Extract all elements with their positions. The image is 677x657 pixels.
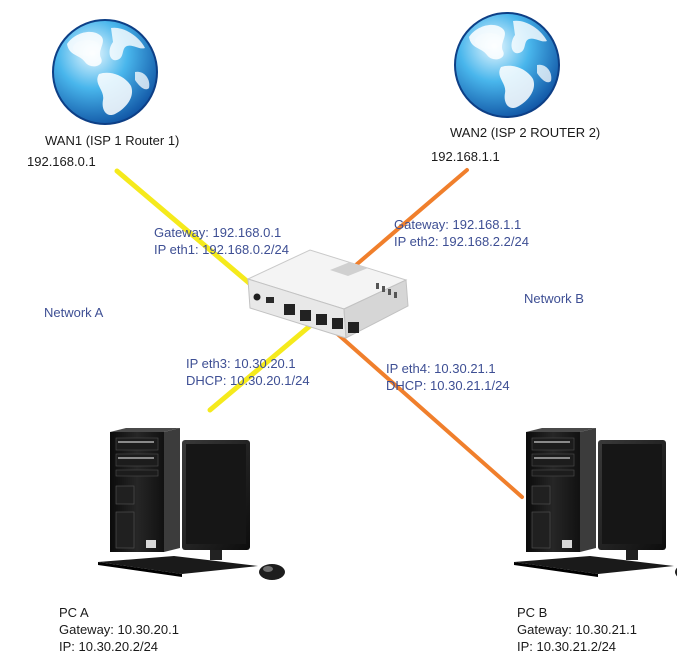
wan2-title: WAN2 (ISP 2 ROUTER 2) bbox=[450, 125, 601, 140]
link-router-pc-a bbox=[207, 317, 320, 413]
link-wan1-labels: Gateway: 192.168.0.1 IP eth1: 192.168.0.… bbox=[154, 224, 289, 258]
link-wan1-gateway: Gateway: 192.168.0.1 bbox=[154, 225, 282, 240]
desktop-pc-icon bbox=[97, 427, 286, 581]
link-wan1-ip: IP eth1: 192.168.0.2/24 bbox=[154, 242, 289, 257]
link-pc-a-dhcp: DHCP: 10.30.20.1/24 bbox=[186, 373, 310, 388]
pc-a-ip: IP: 10.30.20.2/24 bbox=[59, 639, 159, 654]
network-b-label: Network B bbox=[524, 291, 584, 306]
network-a-label: Network A bbox=[44, 305, 104, 320]
link-pc-a-ip: IP eth3: 10.30.20.1 bbox=[186, 356, 296, 371]
link-router-pc-b bbox=[331, 328, 524, 499]
pc-a-info: PC A Gateway: 10.30.20.1 IP: 10.30.20.2/… bbox=[59, 604, 179, 655]
pc-b-ip: IP: 10.30.21.2/24 bbox=[517, 639, 617, 654]
pc-b-info: PC B Gateway: 10.30.21.1 IP: 10.30.21.2/… bbox=[517, 604, 637, 655]
link-wan2-ip: IP eth2: 192.168.2.2/24 bbox=[394, 234, 529, 249]
desktop-pc-icon bbox=[513, 427, 677, 581]
link-wan2-labels: Gateway: 192.168.1.1 IP eth2: 192.168.2.… bbox=[394, 216, 529, 250]
wan1-ip: 192.168.0.1 bbox=[27, 154, 96, 169]
link-wan2-gateway: Gateway: 192.168.1.1 bbox=[394, 217, 522, 232]
wan1-title: WAN1 (ISP 1 Router 1) bbox=[45, 133, 180, 148]
pc-b-name: PC B bbox=[517, 605, 548, 620]
link-pc-b-dhcp: DHCP: 10.30.21.1/24 bbox=[386, 378, 510, 393]
pc-b-gateway: Gateway: 10.30.21.1 bbox=[517, 622, 637, 637]
link-pc-b-ip: IP eth4: 10.30.21.1 bbox=[386, 361, 496, 376]
pc-a-name: PC A bbox=[59, 605, 89, 620]
globe-icon bbox=[454, 12, 560, 118]
pc-a-gateway: Gateway: 10.30.20.1 bbox=[59, 622, 179, 637]
globe-icon bbox=[52, 19, 158, 125]
link-pc-b-labels: IP eth4: 10.30.21.1 DHCP: 10.30.21.1/24 bbox=[386, 360, 510, 394]
wan2-ip: 192.168.1.1 bbox=[431, 149, 500, 164]
link-pc-a-labels: IP eth3: 10.30.20.1 DHCP: 10.30.20.1/24 bbox=[186, 355, 310, 389]
router-icon bbox=[246, 249, 409, 339]
